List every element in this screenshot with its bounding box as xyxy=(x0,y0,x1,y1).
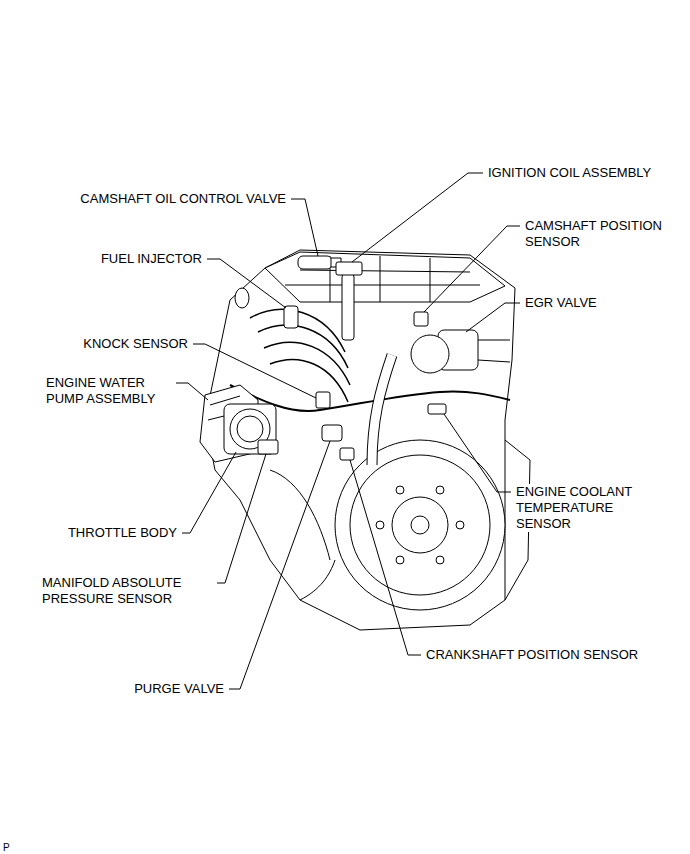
leader-line xyxy=(444,414,511,492)
engine-block xyxy=(205,250,515,630)
page-mark: P xyxy=(2,840,11,854)
knock-sensor xyxy=(316,392,330,408)
flywheel-hub xyxy=(411,516,429,534)
bolt-hole xyxy=(436,486,444,494)
part-label: MANIFOLD ABSOLUTE PRESSURE SENSOR xyxy=(41,575,213,607)
ignition-coil-head xyxy=(336,262,362,275)
leader-line xyxy=(217,454,266,583)
oil-control-valve xyxy=(298,256,332,269)
leader-line xyxy=(193,344,316,398)
part-label: CAMSHAFT POSITION SENSOR xyxy=(524,218,686,250)
part-label: THROTTLE BODY xyxy=(67,525,178,541)
hose xyxy=(372,355,392,465)
egr-pipe xyxy=(478,340,510,362)
part-label: IGNITION COIL ASSEMBLY xyxy=(487,165,652,181)
bolt-hole xyxy=(396,556,404,564)
bolt-hole xyxy=(456,521,464,529)
bolt-hole xyxy=(436,556,444,564)
leader-line xyxy=(207,259,286,308)
part-label: PURGE VALVE xyxy=(133,681,225,697)
hose xyxy=(372,355,392,465)
cam-position-sensor xyxy=(414,312,428,326)
coolant-temp-sensor xyxy=(428,404,446,414)
leader-line xyxy=(229,441,330,689)
flywheel-ring xyxy=(350,455,490,595)
leader-line xyxy=(352,173,483,262)
part-label: ENGINE WATER PUMP ASSEMBLY xyxy=(45,375,172,407)
egr-valve-actuator xyxy=(411,335,449,373)
cover-ridge xyxy=(285,256,480,302)
part-label: EGR VALVE xyxy=(524,295,598,311)
part-label: FUEL INJECTOR xyxy=(100,251,203,267)
leader-line xyxy=(350,460,421,655)
part-label: KNOCK SENSOR xyxy=(82,336,189,352)
cylinder-head-cover xyxy=(265,252,505,302)
leader-line xyxy=(466,303,520,332)
bolt-hole xyxy=(396,486,404,494)
part-label: CAMSHAFT OIL CONTROL VALVE xyxy=(79,191,287,207)
ignition-coil xyxy=(342,274,354,340)
purge-valve xyxy=(322,425,342,441)
part-label: CRANKSHAFT POSITION SENSOR xyxy=(425,647,639,663)
part-label: ENGINE COOLANT TEMPERATURE SENSOR xyxy=(515,484,647,532)
map-sensor xyxy=(258,440,278,454)
throttle-plate xyxy=(237,416,263,442)
flywheel-ring xyxy=(392,497,448,553)
crank-position-sensor xyxy=(340,448,354,460)
leader-line xyxy=(291,199,318,256)
leader-line xyxy=(176,383,208,400)
leader-line xyxy=(182,452,236,533)
leader-line xyxy=(424,226,520,312)
dipstick-ring xyxy=(235,288,249,308)
fuel-injector xyxy=(284,306,298,328)
bolt-hole xyxy=(376,521,384,529)
